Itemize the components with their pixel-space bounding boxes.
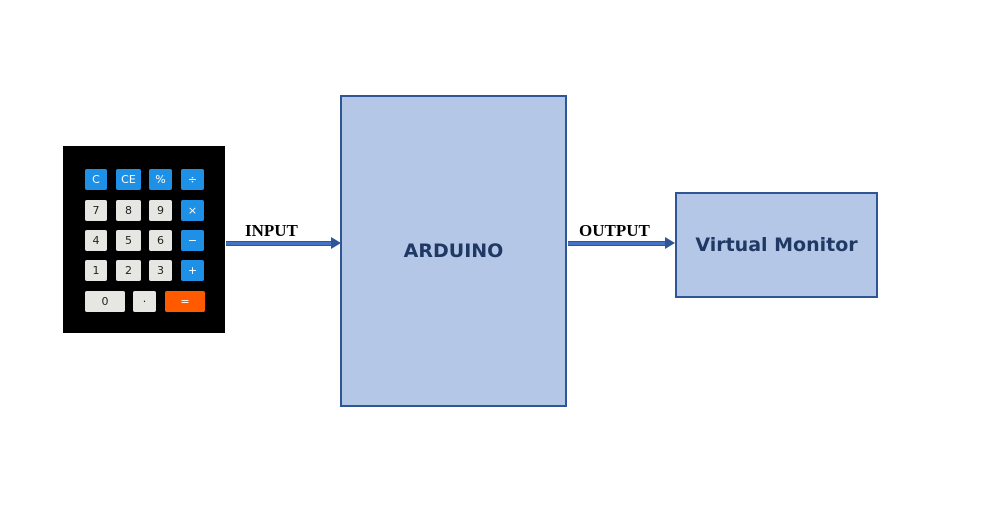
calculator-key-5: 5	[116, 230, 141, 251]
calculator-key-multiply: ×	[181, 200, 204, 221]
calculator-key-3: 3	[149, 260, 172, 281]
calculator-key-9: 9	[149, 200, 172, 221]
calculator-key-percent: %	[149, 169, 172, 190]
input-label: INPUT	[245, 221, 298, 240]
virtual-monitor-block: Virtual Monitor	[675, 192, 878, 298]
calculator-key-0: 0	[85, 291, 125, 312]
calculator-key-4: 4	[85, 230, 107, 251]
arduino-block: ARDUINO	[340, 95, 567, 407]
calculator-key-clear-entry: CE	[116, 169, 141, 190]
calculator-key-2: 2	[116, 260, 141, 281]
output-label: OUTPUT	[579, 221, 650, 240]
calculator-key-clear: C	[85, 169, 107, 190]
calculator-key-minus: −	[181, 230, 204, 251]
calculator-key-7: 7	[85, 200, 107, 221]
input-arrow	[226, 237, 341, 249]
calculator-key-equals: =	[165, 291, 205, 312]
output-arrow	[568, 237, 675, 249]
calculator-key-divide: ÷	[181, 169, 204, 190]
calculator-key-plus: +	[181, 260, 204, 281]
virtual-monitor-label: Virtual Monitor	[695, 234, 858, 256]
arduino-label: ARDUINO	[403, 240, 504, 262]
calculator-key-1: 1	[85, 260, 107, 281]
calculator-key-decimal: ·	[133, 291, 156, 312]
calculator-image: C CE % ÷ 7 8 9 × 4 5 6 − 1 2 3 + 0 · =	[63, 146, 225, 333]
calculator-key-6: 6	[149, 230, 172, 251]
calculator-key-8: 8	[116, 200, 141, 221]
